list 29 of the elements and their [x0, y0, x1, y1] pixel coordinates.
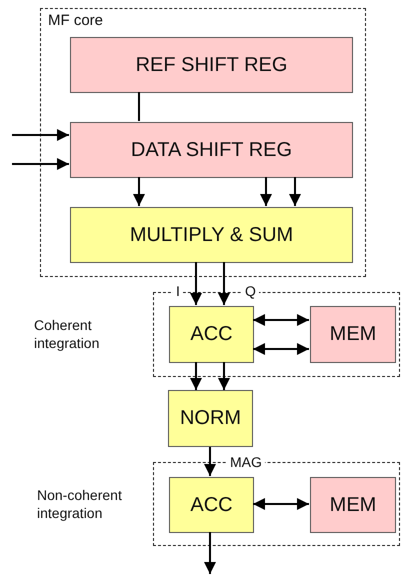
arrow [204, 447, 216, 476]
arrow [12, 129, 69, 141]
edge-label: Q [242, 283, 259, 299]
dashed-group-box [40, 8, 366, 277]
arrow [190, 362, 202, 390]
block-box: MULTIPLY & SUM [70, 207, 353, 263]
block-box: DATA SHIFT REG [70, 122, 353, 178]
arrow [253, 314, 309, 326]
arrow [289, 177, 301, 206]
block-box: NORM [168, 390, 253, 447]
edge-label: MAG [227, 454, 265, 470]
block-box: ACC [169, 306, 254, 363]
group-title: MF core [48, 12, 104, 29]
block-box: MEM [310, 306, 396, 363]
arrow [253, 498, 309, 510]
arrow [260, 177, 272, 206]
block-box: REF SHIFT REG [70, 37, 353, 93]
block-box: ACC [169, 477, 254, 533]
arrow [133, 177, 145, 206]
group-label: Non-coherent integration [37, 486, 123, 522]
arrow [204, 532, 216, 574]
arrow [12, 158, 69, 170]
arrow [218, 262, 230, 305]
edge-label: I [173, 283, 183, 299]
arrow [253, 343, 309, 355]
group-label: Coherent integration [34, 316, 100, 352]
arrow [190, 262, 202, 305]
block-box: MEM [310, 477, 396, 533]
arrow [218, 362, 230, 390]
